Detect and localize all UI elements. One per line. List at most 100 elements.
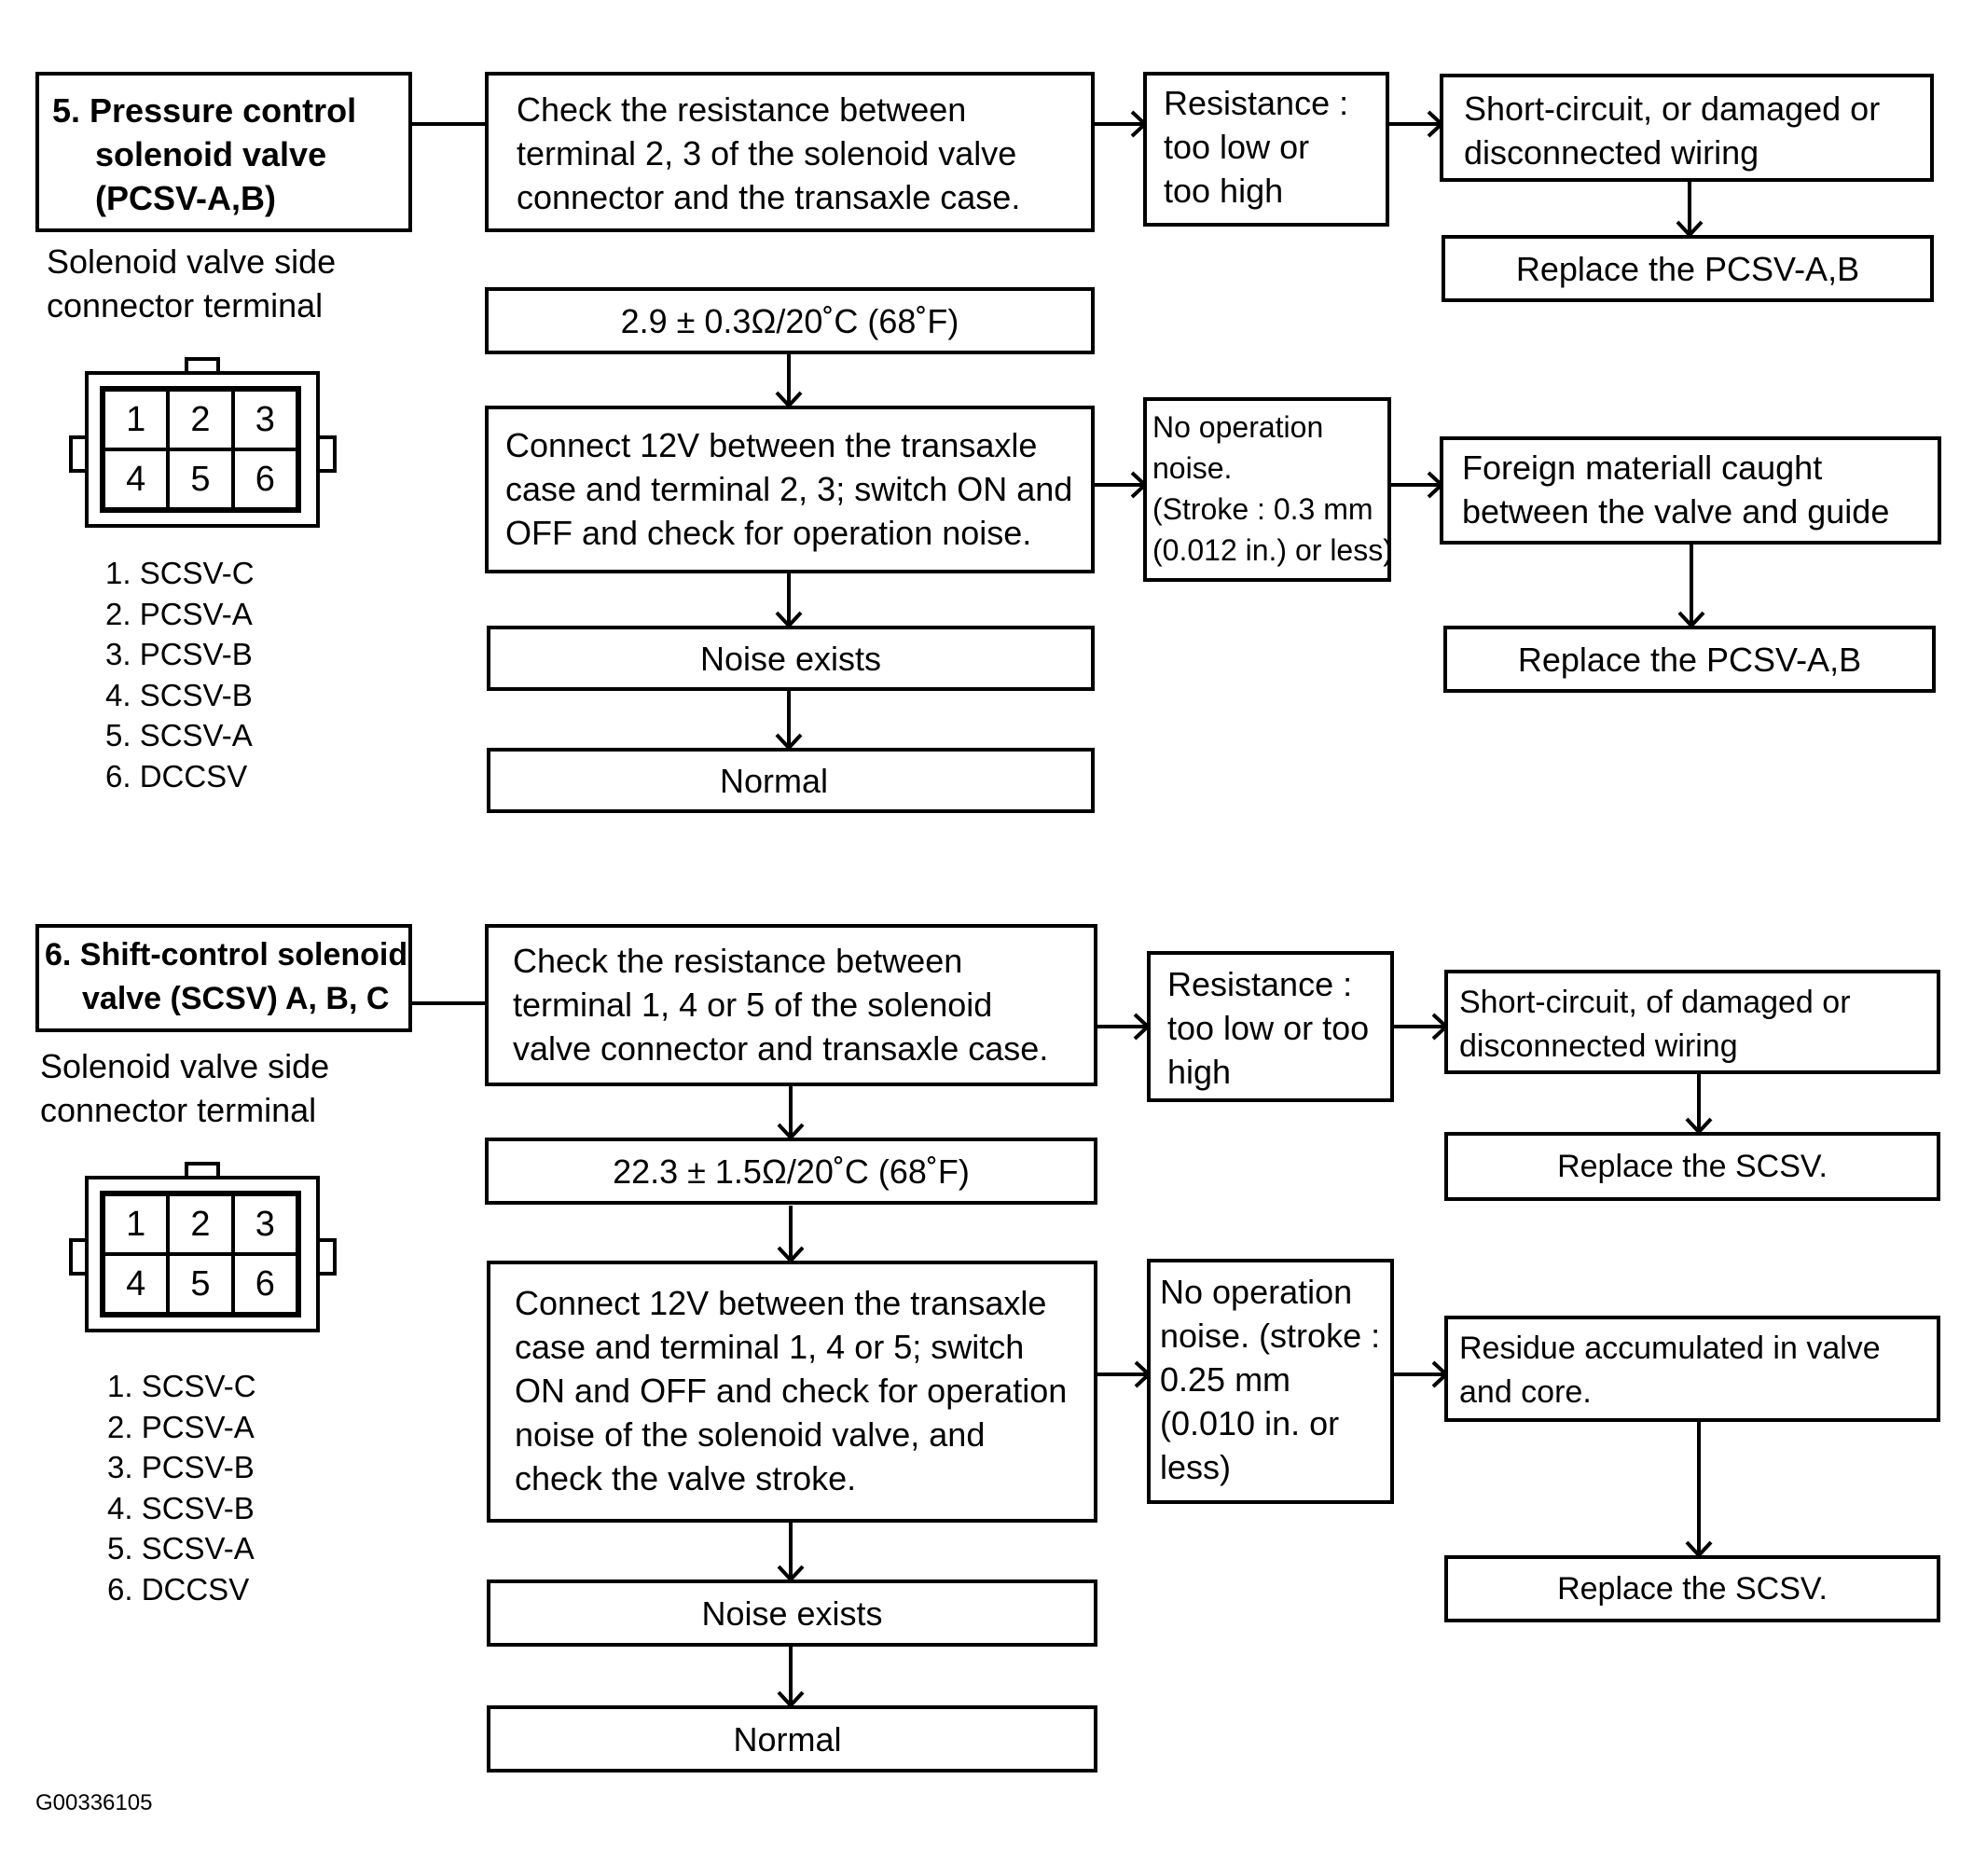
box-text-line: connector and the transaxle case.	[517, 178, 1021, 216]
section5-foreign-material-box: Foreign materiall caught between the val…	[1440, 436, 1941, 545]
section5-connect-12v-box: Connect 12V between the transaxle case a…	[485, 406, 1095, 573]
connector-pin: 3	[232, 1194, 297, 1254]
pin-list-item: 2. PCSV-A	[105, 596, 253, 631]
normal-label: Normal	[719, 761, 828, 800]
section5-side-label: Solenoid valve side connector terminal	[47, 240, 336, 327]
box-text-line: too low or too	[1167, 1009, 1370, 1047]
connector-pin: 1	[103, 1194, 169, 1254]
pin-list-item: 4. SCSV-B	[107, 1490, 255, 1525]
section5-spec-box: 2.9 ± 0.3Ω/20˚C (68˚F)	[485, 287, 1095, 354]
box-text-line: (0.012 in.) or less)	[1152, 533, 1393, 567]
box-text-line: Foreign materiall caught	[1462, 448, 1823, 487]
box-text-line: and core.	[1459, 1374, 1592, 1410]
section6-noise-exists-box: Noise exists	[487, 1579, 1097, 1647]
section5-title-box: 5. Pressure control solenoid valve (PCSV…	[35, 72, 412, 232]
box-text-line: terminal 2, 3 of the solenoid valve	[517, 134, 1017, 172]
connector-pin-grid: 1 2 3 4 5 6	[100, 386, 301, 513]
section6-spec-box: 22.3 ± 1.5Ω/20˚C (68˚F)	[485, 1138, 1097, 1205]
section5-title-line: (PCSV-A,B)	[95, 179, 277, 217]
side-label-line: Solenoid valve side	[47, 242, 337, 281]
section6-pin-list: 1. SCSV-C 2. PCSV-A 3. PCSV-B 4. SCSV-B …	[107, 1366, 256, 1609]
box-text-line: 0.25 mm	[1160, 1360, 1291, 1399]
section6-replace-box-2: Replace the SCSV.	[1444, 1555, 1940, 1622]
figure-id: G00336105	[35, 1790, 153, 1815]
box-text-line: case and terminal 1, 4 or 5; switch	[515, 1328, 1025, 1366]
section6-replace-box-1: Replace the SCSV.	[1444, 1132, 1940, 1201]
box-text-line: terminal 1, 4 or 5 of the solenoid	[513, 986, 993, 1024]
connector-pin: 5	[168, 1254, 233, 1314]
replace-label: Replace the SCSV.	[1557, 1570, 1828, 1607]
connector-pin: 4	[103, 1254, 169, 1314]
section6-normal-box: Normal	[487, 1705, 1097, 1773]
box-text-line: too high	[1164, 172, 1284, 210]
replace-label: Replace the PCSV-A,B	[1517, 640, 1862, 679]
box-text-line: Check the resistance between	[513, 942, 963, 980]
box-text-line: noise. (stroke :	[1160, 1317, 1381, 1355]
connector-pin: 5	[168, 449, 233, 509]
connector-pin: 4	[103, 449, 169, 509]
box-text-line: OFF and check for operation noise.	[505, 514, 1032, 552]
connector-pin: 6	[232, 1254, 297, 1314]
box-text-line: too low or	[1164, 128, 1310, 166]
section5-pin-list: 1. SCSV-C 2. PCSV-A 3. PCSV-B 4. SCSV-B …	[105, 553, 255, 796]
box-text-line: Connect 12V between the transaxle	[515, 1284, 1047, 1322]
box-text-line: Connect 12V between the transaxle	[505, 426, 1038, 464]
noise-exists-label: Noise exists	[699, 639, 882, 678]
section6-title-box: 6. Shift-control solenoid valve (SCSV) A…	[35, 924, 412, 1032]
section5-normal-box: Normal	[487, 748, 1095, 813]
section5-replace-box-2: Replace the PCSV-A,B	[1443, 626, 1936, 693]
connector-pin: 1	[103, 390, 169, 449]
box-text-line: high	[1167, 1053, 1232, 1091]
replace-label: Replace the SCSV.	[1557, 1148, 1828, 1184]
side-label-line: connector terminal	[47, 286, 324, 324]
section6-no-noise-box: No operation noise. (stroke : 0.25 mm (0…	[1147, 1259, 1394, 1504]
box-text-line: disconnected wiring	[1459, 1028, 1738, 1064]
box-text-line: Resistance :	[1167, 965, 1353, 1003]
side-label-line: Solenoid valve side	[40, 1047, 330, 1085]
section6-title-line: valve (SCSV) A, B, C	[82, 981, 390, 1016]
pin-list-item: 2. PCSV-A	[107, 1409, 255, 1444]
connector-pin: 2	[168, 1194, 233, 1254]
connector-pin: 6	[232, 449, 297, 509]
replace-label: Replace the PCSV-A,B	[1515, 249, 1860, 288]
box-text-line: (0.010 in. or	[1160, 1404, 1340, 1442]
section5-title-line: 5. Pressure control	[52, 91, 357, 130]
connector-pin-grid: 1 2 3 4 5 6	[100, 1191, 301, 1317]
connector-pin: 2	[168, 390, 233, 449]
pin-list-item: 6. DCCSV	[105, 758, 248, 793]
section5-replace-box-1: Replace the PCSV-A,B	[1442, 235, 1934, 302]
connector-pin: 3	[232, 390, 297, 449]
section6-connect-12v-box: Connect 12V between the transaxle case a…	[487, 1261, 1097, 1523]
side-label-line: connector terminal	[40, 1091, 317, 1129]
box-text-line: Residue accumulated in valve	[1459, 1331, 1881, 1366]
pin-list-item: 4. SCSV-B	[105, 677, 253, 712]
box-text-line: No operation	[1160, 1273, 1353, 1311]
box-text-line: Resistance :	[1164, 84, 1349, 122]
section6-title-line: 6. Shift-control solenoid	[45, 937, 408, 972]
section5-noise-exists-box: Noise exists	[487, 626, 1095, 691]
box-text-line: check the valve stroke.	[515, 1459, 857, 1497]
section5-check-resistance-box: Check the resistance between terminal 2,…	[485, 72, 1095, 232]
pin-list-item: 3. PCSV-B	[105, 637, 253, 671]
box-text-line: less)	[1160, 1448, 1232, 1486]
section6-resistance-fault-box: Resistance : too low or too high	[1147, 951, 1394, 1102]
section5-no-noise-box: No operation noise. (Stroke : 0.3 mm (0.…	[1143, 397, 1393, 582]
section6-residue-box: Residue accumulated in valve and core.	[1444, 1316, 1940, 1422]
box-text-line: ON and OFF and check for operation	[515, 1372, 1068, 1410]
box-text-line: Check the resistance between	[517, 90, 967, 129]
pin-list-item: 1. SCSV-C	[105, 556, 255, 590]
noise-exists-label: Noise exists	[701, 1593, 883, 1633]
box-text-line: Short-circuit, of damaged or	[1459, 985, 1851, 1020]
box-text-line: valve connector and transaxle case.	[513, 1029, 1049, 1068]
section5-wiring-fault-box: Short-circuit, or damaged or disconnecte…	[1440, 74, 1934, 182]
normal-label: Normal	[733, 1719, 842, 1759]
box-text-line: noise of the solenoid valve, and	[515, 1415, 986, 1454]
section6-side-label: Solenoid valve side connector terminal	[40, 1044, 329, 1132]
resistance-spec: 2.9 ± 0.3Ω/20˚C (68˚F)	[620, 301, 959, 340]
section5-resistance-fault-box: Resistance : too low or too high	[1143, 72, 1389, 227]
pin-list-item: 1. SCSV-C	[107, 1369, 256, 1403]
section5-title-line: solenoid valve	[95, 135, 327, 173]
box-text-line: (Stroke : 0.3 mm	[1152, 492, 1373, 526]
pin-list-item: 5. SCSV-A	[107, 1531, 255, 1566]
